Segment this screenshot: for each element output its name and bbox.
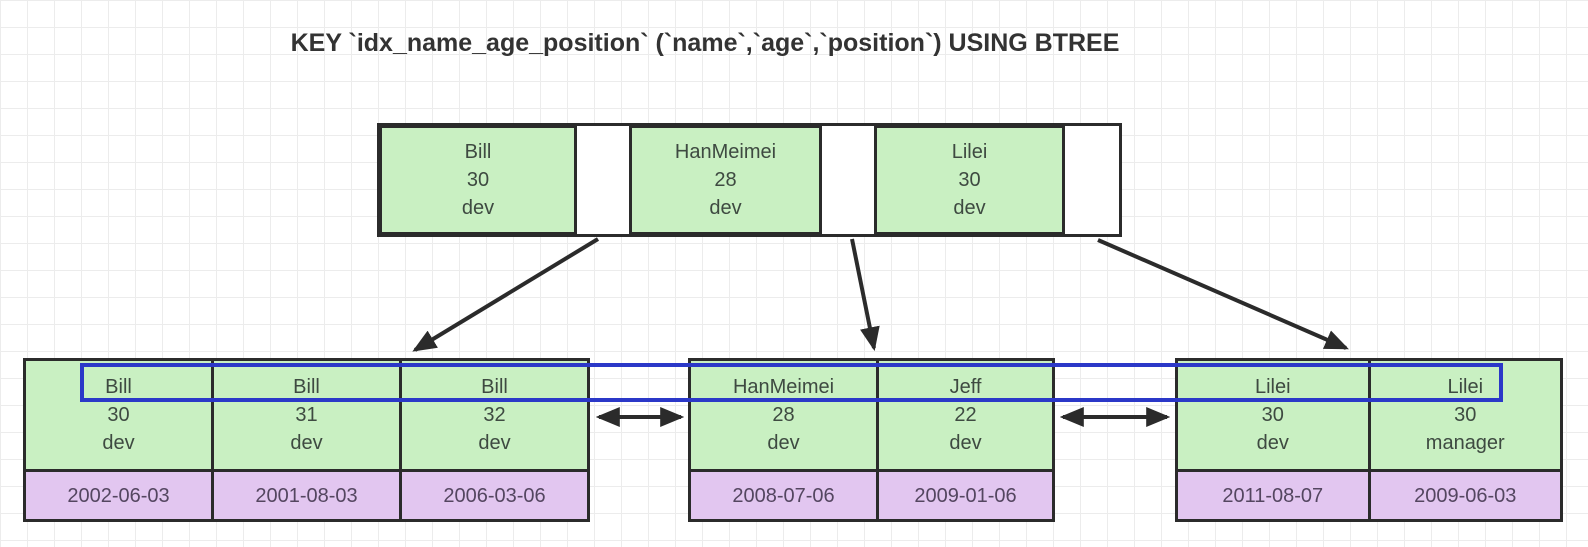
record-date-cell: 2011-08-07: [1178, 472, 1368, 519]
record-name: Bill: [293, 376, 320, 398]
leaf-record: Bill 30 dev 2002-06-03: [26, 361, 211, 519]
entry-position: dev: [461, 197, 495, 219]
entry-name: Lilei: [951, 141, 988, 163]
record-date-cell: 2008-07-06: [691, 472, 877, 519]
root-pointer-cell: [822, 126, 874, 234]
record-key-cell: HanMeimei 28 dev: [691, 361, 877, 472]
entry-name: HanMeimei: [674, 141, 777, 163]
record-age: 32: [483, 404, 506, 426]
record-age: 28: [772, 404, 795, 426]
record-key-cell: Jeff 22 dev: [879, 361, 1052, 472]
leaf-record: Bill 32 dev 2006-03-06: [399, 361, 587, 519]
record-key-cell: Lilei 30 manager: [1370, 361, 1560, 472]
record-date: 2011-08-07: [1222, 484, 1324, 507]
record-key-cell: Bill 30 dev: [26, 361, 211, 472]
entry-age: 30: [466, 169, 490, 191]
record-date: 2008-07-06: [732, 484, 835, 507]
entry-position: dev: [709, 197, 742, 219]
record-key-cell: Bill 31 dev: [214, 361, 399, 472]
entry-position: dev: [953, 197, 986, 219]
record-name: Bill: [481, 376, 508, 398]
record-date: 2009-06-03: [1414, 484, 1517, 507]
entry-name: Bill: [464, 141, 492, 163]
leaf-record: Bill 31 dev 2001-08-03: [211, 361, 399, 519]
record-position: dev: [1256, 432, 1289, 454]
record-date-cell: 2009-06-03: [1370, 472, 1560, 519]
record-age: 30: [1261, 404, 1284, 426]
diagram-title: KEY `idx_name_age_position` (`name`,`age…: [290, 29, 1120, 57]
record-position: manager: [1425, 432, 1505, 454]
record-age: 31: [295, 404, 318, 426]
record-name: Lilei: [1447, 376, 1484, 398]
record-position: dev: [478, 432, 511, 454]
record-date: 2001-08-03: [255, 484, 358, 507]
record-date: 2002-06-03: [67, 484, 170, 507]
leaf-node-left: Bill 30 dev 2002-06-03 Bill 31 dev 2001-…: [23, 358, 590, 522]
record-key-cell: Lilei 30 dev: [1178, 361, 1368, 472]
root-entry: Bill 30 dev: [379, 125, 577, 235]
leaf-record: HanMeimei 28 dev 2008-07-06: [691, 361, 877, 519]
record-date: 2009-01-06: [914, 484, 1017, 507]
record-position: dev: [290, 432, 323, 454]
leaf-record: Lilei 30 dev 2011-08-07: [1178, 361, 1368, 519]
record-date-cell: 2009-01-06: [879, 472, 1052, 519]
record-date-cell: 2002-06-03: [26, 472, 211, 519]
record-name: Jeff: [949, 376, 982, 398]
leaf-node-middle: HanMeimei 28 dev 2008-07-06 Jeff 22 dev …: [688, 358, 1055, 522]
record-position: dev: [102, 432, 135, 454]
record-age: 30: [107, 404, 130, 426]
leaf-record: Jeff 22 dev 2009-01-06: [876, 361, 1052, 519]
root-node: Bill 30 dev HanMeimei 28 dev Lilei 30 de…: [377, 123, 1122, 237]
record-age: 30: [1454, 404, 1477, 426]
name-row-highlight: [80, 363, 1503, 402]
record-position: dev: [949, 432, 982, 454]
record-date-cell: 2006-03-06: [402, 472, 587, 519]
record-age: 22: [954, 404, 977, 426]
record-date: 2006-03-06: [443, 484, 546, 507]
entry-age: 28: [714, 169, 737, 191]
root-to-right-leaf-arrow: [1097, 238, 1349, 350]
root-entry: Lilei 30 dev: [874, 125, 1065, 235]
leaf-record: Lilei 30 manager 2009-06-03: [1367, 361, 1560, 519]
root-to-middle-leaf-arrow: [850, 238, 880, 352]
root-entry: HanMeimei 28 dev: [629, 125, 822, 235]
record-date-cell: 2001-08-03: [214, 472, 399, 519]
record-name: HanMeimei: [732, 376, 835, 398]
leaf-node-right: Lilei 30 dev 2011-08-07 Lilei 30 manager…: [1175, 358, 1563, 522]
record-position: dev: [767, 432, 800, 454]
record-key-cell: Bill 32 dev: [402, 361, 587, 472]
root-pointer-cell: [577, 126, 629, 234]
entry-age: 30: [958, 169, 981, 191]
record-name: Bill: [105, 376, 132, 398]
root-to-left-leaf-arrow: [412, 237, 600, 352]
record-name: Lilei: [1254, 376, 1291, 398]
root-pointer-cell: [1065, 126, 1119, 234]
